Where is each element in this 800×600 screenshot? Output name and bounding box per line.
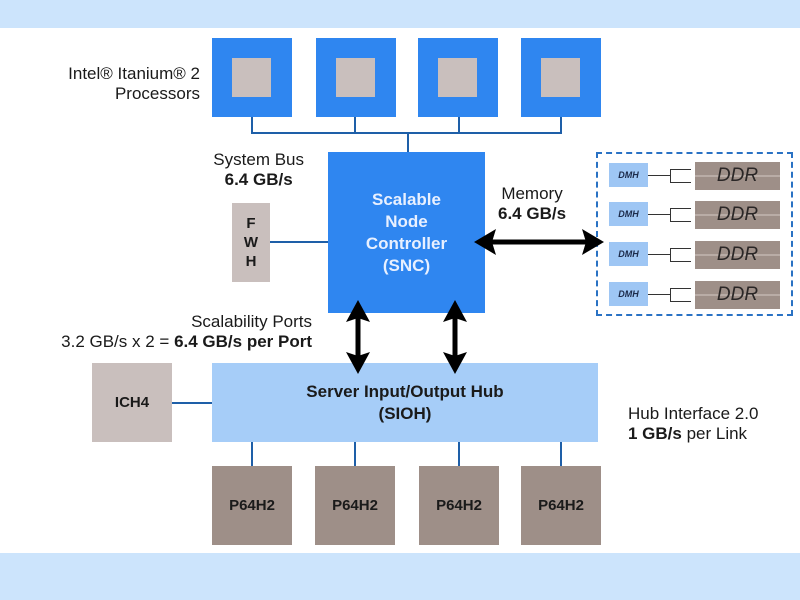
dmh-block: DMH	[609, 242, 648, 266]
hub-interface-label: Hub Interface 2.0 1 GB/s per Link	[628, 404, 759, 443]
memory-double-arrow	[474, 229, 604, 255]
hub-link	[251, 442, 253, 466]
scalability-port-arrow	[443, 300, 467, 374]
dmh-wire	[648, 294, 670, 295]
bus-drop	[458, 117, 460, 134]
ddr-connector	[670, 169, 691, 183]
p64h2-block: P64H2	[521, 466, 601, 545]
hub-link	[354, 442, 356, 466]
bus-drop	[354, 117, 356, 134]
processor-core	[336, 58, 375, 97]
ddr-module: DDR	[695, 241, 780, 269]
hub-link	[560, 442, 562, 466]
scalability-port-arrow	[346, 300, 370, 374]
processor	[212, 38, 292, 117]
dmh-block: DMH	[609, 282, 648, 306]
fwh-block: F W H	[232, 203, 270, 282]
fwh-link	[270, 241, 328, 243]
ddr-connector	[670, 288, 691, 302]
dmh-block: DMH	[609, 202, 648, 226]
ddr-connector	[670, 208, 691, 222]
snc-block: Scalable Node Controller (SNC)	[328, 152, 485, 313]
p64h2-block: P64H2	[315, 466, 395, 545]
processor	[316, 38, 396, 117]
dmh-wire	[648, 254, 670, 255]
hub-link	[458, 442, 460, 466]
processor	[521, 38, 601, 117]
ddr-module: DDR	[695, 162, 780, 190]
processors-label: Intel® Itanium® 2 Processors	[68, 64, 200, 103]
processor-core	[438, 58, 477, 97]
dmh-wire	[648, 175, 670, 176]
ddr-module: DDR	[695, 201, 780, 229]
scalability-ports-label: Scalability Ports 3.2 GB/s x 2 = 6.4 GB/…	[61, 312, 312, 351]
ich4-link	[172, 402, 212, 404]
top-band	[0, 0, 800, 28]
memory-subsystem	[596, 152, 793, 316]
processor-core	[541, 58, 580, 97]
sioh-block: Server Input/Output Hub (SIOH)	[212, 363, 598, 442]
p64h2-block: P64H2	[419, 466, 499, 545]
memory-label: Memory 6.4 GB/s	[498, 184, 567, 223]
system-bus-label: System Bus 6.4 GB/s	[213, 150, 304, 189]
bottom-band	[0, 553, 800, 600]
p64h2-block: P64H2	[212, 466, 292, 545]
ddr-module: DDR	[695, 281, 780, 309]
dmh-block: DMH	[609, 163, 648, 187]
system-bus-line	[251, 132, 562, 134]
bus-drop	[251, 117, 253, 134]
bus-drop	[560, 117, 562, 134]
ich4-block: ICH4	[92, 363, 172, 442]
processor	[418, 38, 498, 117]
ddr-connector	[670, 248, 691, 262]
processor-core	[232, 58, 271, 97]
dmh-wire	[648, 214, 670, 215]
system-bus-to-snc	[407, 132, 409, 152]
